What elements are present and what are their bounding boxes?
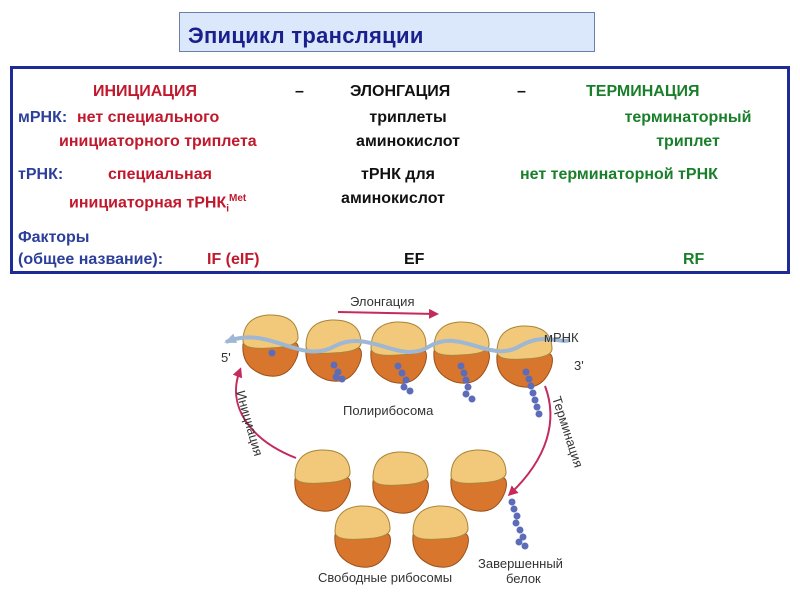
factors-label-line-1: Факторы [18, 229, 90, 246]
mrna-elongation-line-1: триплеты [369, 109, 447, 126]
free-ribosome-1 [294, 449, 351, 512]
page-title: Эпицикл трансляции [188, 23, 424, 48]
trna-elongation-line-2: аминокислот [341, 190, 445, 207]
trna-initiator-name: инициаторная тРНК [69, 194, 227, 212]
three-prime-label: 3' [574, 358, 584, 373]
title-box: Эпицикл трансляции [179, 12, 595, 52]
finished-protein-label-line-1: Завершенный [478, 556, 563, 571]
trna-initiation-line-1: специальная [108, 166, 212, 183]
header-initiation: ИНИЦИАЦИЯ [93, 83, 197, 100]
factor-initiation: IF (eIF) [207, 251, 260, 268]
trna-initiator-superscript: Met [229, 193, 247, 204]
free-ribosome-4 [334, 505, 391, 568]
trna-termination-line-1: нет терминаторной тРНК [520, 166, 718, 183]
factor-elongation: EF [404, 251, 425, 268]
trna-row-label: тРНК: [18, 166, 64, 183]
free-ribosomes-label: Свободные рибосомы [318, 570, 452, 585]
finished-protein-chain [508, 498, 529, 550]
trna-elongation-line-1: тРНК для [361, 166, 435, 183]
peptide-chains [268, 349, 543, 418]
translation-cycle-diagram: Элонгация мРНК 5' 3' Полирибосома Инициа… [221, 294, 586, 586]
elongation-label: Элонгация [350, 294, 415, 309]
five-prime-label: 5' [221, 350, 231, 365]
termination-label: Терминация [549, 394, 586, 469]
translation-table: ИНИЦИАЦИЯ – ЭЛОНГАЦИЯ – ТЕРМИНАЦИЯ мРНК:… [10, 66, 790, 274]
mrna-initiation-line-2: инициаторного триплета [59, 133, 257, 150]
trna-initiation-line-2: инициаторная тРНКiMet [69, 190, 246, 219]
mrna-termination-line-2: триплет [656, 133, 720, 150]
factors-label-line-2: (общее название): [18, 251, 164, 268]
finished-protein-label-line-2: белок [506, 571, 541, 586]
free-ribosome-2 [372, 451, 429, 514]
header-termination: ТЕРМИНАЦИЯ [586, 83, 700, 100]
mrna-termination-line-1: терминаторный [624, 109, 752, 126]
mrna-elongation-line-2: аминокислот [356, 133, 460, 150]
header-elongation: ЭЛОНГАЦИЯ [350, 83, 451, 100]
elongation-arrow [337, 308, 439, 319]
polyribosome-label: Полирибосома [343, 403, 434, 418]
trna-initiator-subscript: i [226, 203, 230, 215]
initiation-label: Инициация [233, 389, 266, 458]
header-dash-2: – [517, 83, 526, 100]
mrna-initiation-line-1: нет специального [77, 109, 220, 126]
header-dash-1: – [295, 83, 304, 100]
free-ribosome-3 [450, 449, 507, 512]
free-ribosome-5 [412, 505, 469, 568]
initiation-arrow [232, 367, 297, 459]
mrna-strand [224, 333, 571, 354]
mrna-label: мРНК [544, 330, 579, 345]
mrna-row-label: мРНК: [18, 109, 68, 126]
factor-termination: RF [683, 251, 705, 268]
termination-arrow [507, 385, 552, 497]
